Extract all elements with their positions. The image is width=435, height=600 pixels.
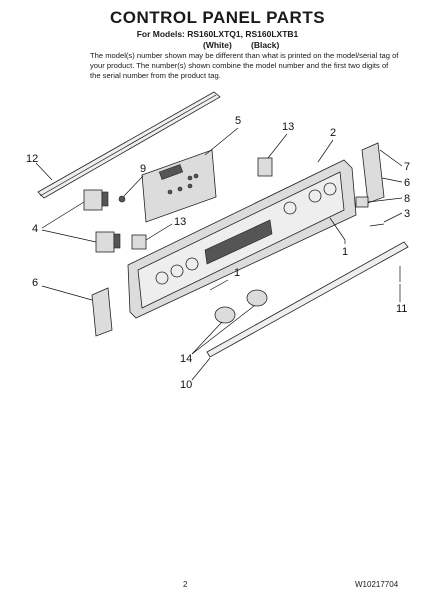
part-1-shaft-lower — [209, 279, 229, 291]
callout-14: 14 — [180, 305, 255, 365]
callout-13-right: 13 — [267, 121, 294, 159]
model-note: The model(s) number shown may be differe… — [90, 51, 399, 80]
callout-label: 8 — [404, 193, 410, 205]
callout-label: 1 — [234, 267, 240, 279]
callout-label: 13 — [282, 121, 294, 133]
part-4-switch-lower — [95, 231, 121, 253]
callout-label: 6 — [404, 177, 410, 189]
part-1-shaft-right — [329, 217, 346, 241]
callout-7: 7 — [379, 149, 410, 173]
callout-6-left: 6 — [32, 277, 93, 301]
callout-label: 14 — [180, 353, 192, 365]
part-8-clip — [355, 196, 369, 208]
part-2-control-panel — [127, 159, 357, 319]
callout-label: 12 — [26, 153, 38, 165]
callout-label: 6 — [32, 277, 38, 289]
callout-label: 9 — [140, 163, 146, 175]
part-10-bottom-trim — [206, 241, 409, 358]
callout-5: 5 — [204, 115, 241, 156]
color-label-white: (White) — [203, 40, 232, 50]
page-number: 2 — [183, 580, 188, 589]
callout-label: 11 — [396, 303, 407, 315]
part-3-screw — [369, 223, 385, 227]
callout-label: 13 — [174, 216, 186, 228]
color-label-black: (Black) — [251, 40, 280, 50]
callout-1-lower: 1 — [234, 267, 240, 279]
callout-label: 5 — [235, 115, 241, 127]
part-6-end-cap-left — [91, 287, 113, 337]
part-6-end-cap-right — [361, 142, 385, 204]
callout-9: 9 — [123, 163, 146, 197]
part-14-knob-right — [246, 289, 268, 307]
document-number: W10217704 — [355, 580, 399, 589]
callout-10: 10 — [180, 357, 211, 391]
callout-13-left: 13 — [145, 216, 186, 241]
part-4-switch-upper — [83, 189, 109, 211]
callout-2: 2 — [317, 127, 336, 163]
page-title: CONTROL PANEL PARTS — [109, 8, 326, 27]
callout-4: 4 — [32, 201, 97, 243]
callout-label: 3 — [404, 208, 410, 220]
callout-6-right: 6 — [381, 177, 410, 189]
callout-11: 11 — [396, 284, 407, 315]
callout-label: 2 — [330, 127, 336, 139]
part-9-screw — [118, 195, 126, 203]
part-13-switch-left — [131, 234, 147, 250]
callout-12: 12 — [26, 153, 53, 181]
callout-label: 1 — [342, 246, 348, 258]
part-13-switch-right — [257, 157, 273, 177]
callout-1-right: 1 — [342, 240, 348, 258]
callout-label: 4 — [32, 223, 38, 235]
callout-3: 3 — [383, 208, 410, 223]
part-12-trim-strip — [37, 91, 221, 199]
part-5-display-panel — [141, 149, 217, 223]
part-14-knob-left — [214, 306, 236, 324]
callout-8: 8 — [367, 193, 410, 205]
callout-label: 7 — [404, 161, 410, 173]
callout-label: 10 — [180, 379, 192, 391]
model-list: For Models: RS160LXTQ1, RS160LXTB1 — [136, 29, 299, 39]
